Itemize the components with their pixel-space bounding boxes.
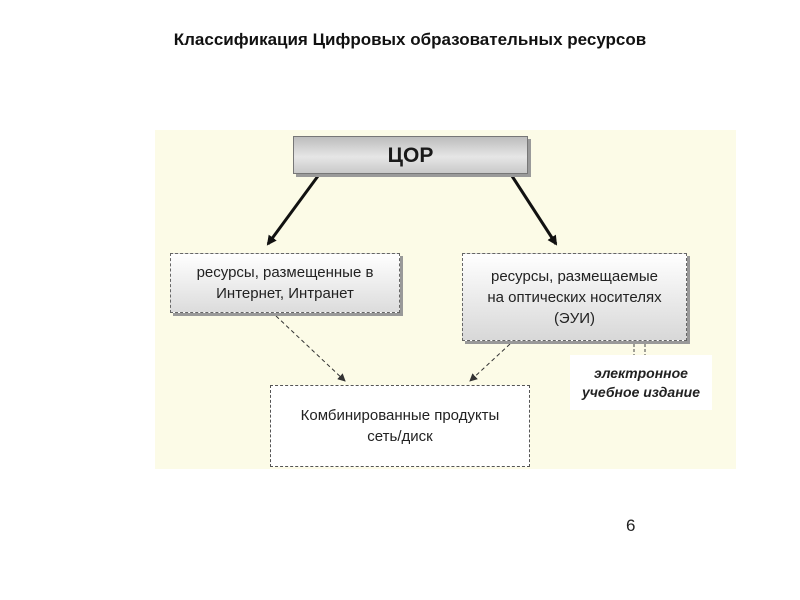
node-combined: Комбинированные продукты сеть/диск <box>270 385 530 467</box>
node-optical: ресурсы, размещаемые на оптических носит… <box>462 253 687 341</box>
node-eui-line1: электронное <box>594 364 688 381</box>
node-cor: ЦОР <box>293 136 528 174</box>
node-internet-line2: Интернет, Интранет <box>216 285 354 302</box>
node-internet: ресурсы, размещенные в Интернет, Интране… <box>170 253 400 313</box>
node-cor-label: ЦОР <box>387 143 434 167</box>
arrow-cor-to-optical <box>510 175 558 246</box>
arrow-internet-to-combined <box>275 315 346 382</box>
node-optical-line2: на оптических носителях <box>487 288 662 306</box>
arrow-optical-to-combined <box>469 343 511 382</box>
node-combined-line1: Комбинированные продукты <box>300 407 500 424</box>
page-number: 6 <box>626 516 636 535</box>
node-eui: электронное учебное издание <box>570 355 712 410</box>
node-combined-line2: сеть/диск <box>367 428 433 445</box>
slide-title: Классификация Цифровых образовательных р… <box>173 30 647 49</box>
node-optical-line1: ресурсы, размещаемые <box>490 267 658 285</box>
node-internet-line1: ресурсы, размещенные в <box>196 264 374 281</box>
node-eui-line2: учебное издание <box>581 383 700 400</box>
arrow-cor-to-internet <box>266 175 320 246</box>
node-optical-line3: (ЭУИ) <box>553 309 596 327</box>
